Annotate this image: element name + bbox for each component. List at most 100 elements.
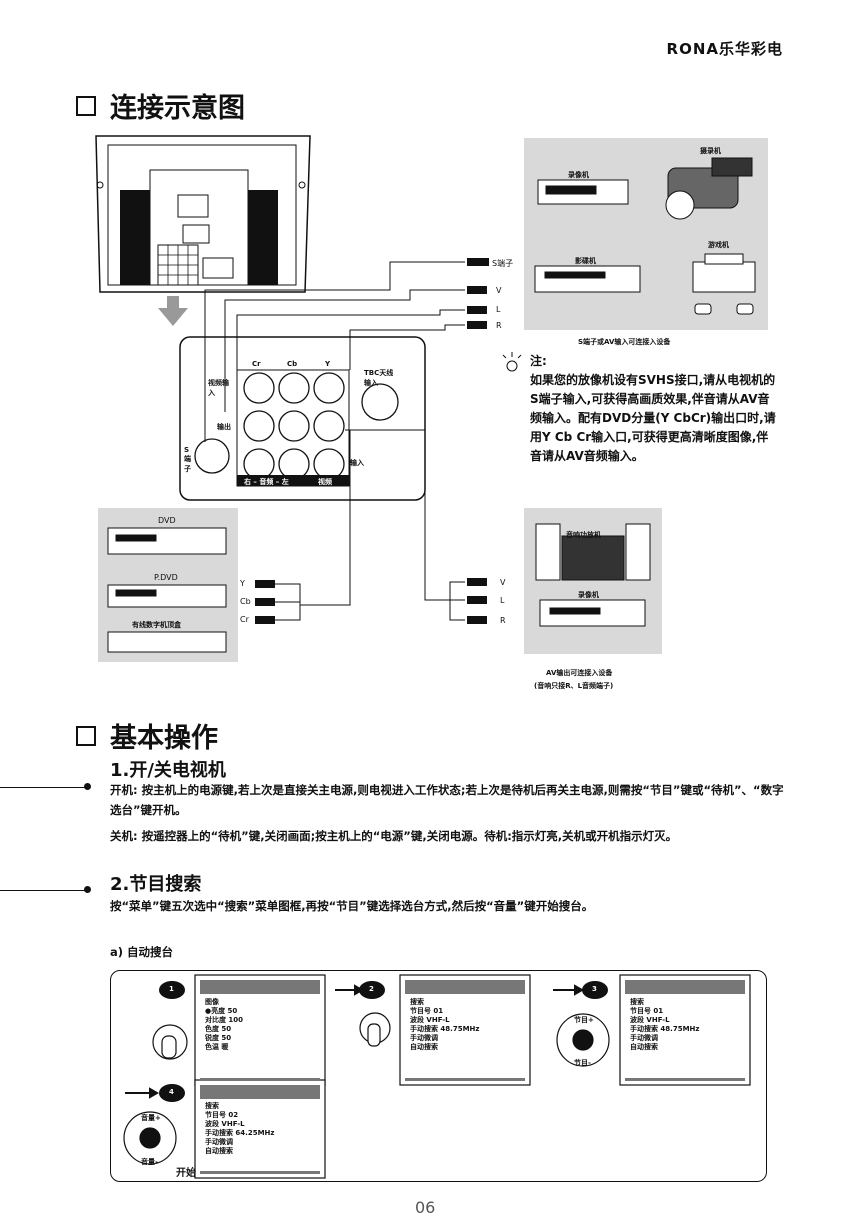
- power-off-paragraph: 关机: 按遥控器上的“待机”键,关闭画面;按主机上的“电源”键,关闭电源。待机:…: [110, 826, 750, 846]
- l-label-bottom: L: [500, 596, 505, 605]
- osd-row: 色度 50: [205, 1025, 232, 1033]
- osd-row: 手动微调: [410, 1034, 438, 1042]
- note-text: 如果您的放像机设有SVHS接口,请从电视机的S端子输入,可获得高画质效果,伴音请…: [530, 373, 776, 463]
- section-basic-operation-title: 基本操作: [76, 716, 218, 755]
- osd-row: 对比度 100: [205, 1016, 244, 1024]
- osd-menu-3: 搜索 节目号 01 波段 VHF-L 手动搜索 48.75MHz 手动微调 自动…: [630, 998, 740, 1052]
- step-4-badge: 4: [169, 1088, 174, 1096]
- osd-row: 波段 VHF-L: [205, 1120, 245, 1128]
- osd-title: 搜索: [205, 1102, 219, 1110]
- output-label: 输出: [217, 423, 231, 431]
- cb-jack-label: Cb: [287, 360, 298, 368]
- checkbox-square-icon: [76, 725, 96, 746]
- remote-dpad-icon: [123, 1013, 610, 1165]
- remote-vol-up-label: 音量+: [141, 1114, 161, 1122]
- power-on-label: 开机:: [110, 783, 138, 797]
- section-title-text: 连接示意图: [110, 93, 245, 124]
- vcd-player: [534, 265, 641, 293]
- set-top-box-label: 有线数字机顶盒: [132, 621, 181, 629]
- power-title: 1.开/关电视机: [110, 760, 226, 781]
- osd-row: 色温 暖: [205, 1043, 229, 1051]
- power-off-text: 按遥控器上的“待机”键,关闭画面;按主机上的“电源”键,关闭电源。待机:指示灯亮…: [141, 829, 678, 843]
- cr-label: Cr: [240, 615, 249, 624]
- guide-line: [0, 890, 88, 891]
- r-label-bottom: R: [500, 616, 506, 625]
- section-connection-title: 连接示意图: [76, 86, 245, 125]
- osd-row: 节目号 02: [205, 1111, 239, 1119]
- osd-title: 搜索: [630, 998, 644, 1006]
- v-label-bottom: V: [500, 578, 506, 587]
- camcorder-label: 摄录机: [700, 147, 721, 155]
- y-jack-label: Y: [325, 360, 331, 368]
- osd-row: 自动搜索: [410, 1043, 438, 1051]
- osd-row: 锐度 50: [205, 1034, 232, 1042]
- dvd-label: DVD: [158, 516, 176, 525]
- osd-row: 节目号 01: [630, 1007, 664, 1015]
- r-label-top: R: [496, 321, 502, 330]
- osd-row: 手动搜索 48.75MHz: [410, 1025, 480, 1033]
- y-label: Y: [240, 579, 245, 588]
- steps-graphics: [123, 974, 751, 1179]
- tv-antenna-label: TBC天线输入: [364, 369, 394, 387]
- s-input-label: S端子: [184, 446, 191, 473]
- connection-diagram: [95, 135, 768, 662]
- osd-row: ●亮度 50: [205, 1007, 238, 1015]
- guide-line: [0, 787, 88, 788]
- input-label: 输入: [350, 459, 364, 467]
- tv-back-illustration: [95, 135, 311, 293]
- note-block: 注: 如果您的放像机设有SVHS接口,请从电视机的S端子输入,可获得高画质效果,…: [530, 352, 780, 466]
- vcr-label: 录像机: [568, 171, 589, 179]
- l-label-top: L: [496, 305, 501, 314]
- down-arrow-icon: [158, 296, 188, 326]
- steps-frame: [110, 970, 767, 1182]
- osd-row: 手动微调: [630, 1034, 658, 1042]
- av-output-subcaption: (音响只接R、L音频端子): [534, 682, 614, 690]
- osd-row: 波段 VHF-L: [410, 1016, 450, 1024]
- vcd-label: 影碟机: [575, 257, 596, 265]
- video-input-label: 视频输入: [208, 379, 229, 397]
- audio-lr-label: 右 – 音频 – 左: [244, 478, 289, 486]
- s-port-label: S端子: [492, 259, 514, 268]
- osd-menu-2: 搜索 节目号 01 波段 VHF-L 手动搜索 48.75MHz 手动微调 自动…: [410, 998, 520, 1052]
- osd-title: 图像: [205, 998, 219, 1006]
- camcorder: [665, 157, 753, 220]
- osd-row: 自动搜索: [630, 1043, 658, 1051]
- osd-menu-1: 图像 ●亮度 50 对比度 100 色度 50 锐度 50 色温 暖: [205, 998, 315, 1052]
- osd-row: 手动微调: [205, 1138, 233, 1146]
- power-on-paragraph: 开机: 按主机上的电源键,若上次是直接关主电源,则电视进入工作状态;若上次是待机…: [110, 780, 790, 820]
- osd-row: 手动搜索 48.75MHz: [630, 1025, 700, 1033]
- osd-row: 手动搜索 64.25MHz: [205, 1129, 275, 1137]
- remote-prog-up-label: 节目+: [574, 1016, 594, 1024]
- audio-amp-label: 音响功放机: [566, 531, 601, 539]
- remote-vol-down-label: 音量-: [141, 1158, 158, 1166]
- guide-dot: [84, 783, 91, 790]
- auto-search-subtitle: a) 自动搜台: [110, 945, 174, 959]
- game-console: [692, 253, 756, 315]
- osd-row: 波段 VHF-L: [630, 1016, 670, 1024]
- vcr-top: [537, 179, 629, 205]
- cr-jack-label: Cr: [252, 360, 261, 368]
- guide-dot: [84, 886, 91, 893]
- power-off-label: 关机:: [110, 829, 138, 843]
- pdvd-label: P.DVD: [154, 573, 178, 582]
- osd-row: 自动搜索: [205, 1147, 233, 1155]
- sv-panel-caption: S端子或AV输入可连接入设备: [578, 338, 671, 346]
- step-3-badge: 3: [592, 985, 597, 993]
- cb-label: Cb: [240, 597, 251, 606]
- vcr2-label: 录像机: [578, 591, 599, 599]
- start-label: 开始: [176, 1168, 196, 1179]
- page-number: 06: [415, 1198, 436, 1217]
- osd-title: 搜索: [410, 998, 424, 1006]
- osd-menu-4: 搜索 节目号 02 波段 VHF-L 手动搜索 64.25MHz 手动微调 自动…: [205, 1102, 315, 1156]
- power-on-text: 按主机上的电源键,若上次是直接关主电源,则电视进入工作状态;若上次是待机后再关主…: [110, 783, 784, 817]
- search-title: 2.节目搜索: [110, 874, 202, 895]
- av-output-caption: AV输出可连接入设备: [546, 669, 613, 677]
- checkbox-square-icon: [76, 95, 96, 116]
- remote-prog-down-label: 节目-: [574, 1059, 591, 1067]
- hand-press-icon: [152, 1012, 391, 1060]
- brand-logo: RONA乐华彩电: [666, 40, 783, 58]
- section-title-text: 基本操作: [110, 723, 218, 754]
- video-bottom-label: 视频: [318, 478, 332, 486]
- step-1-badge: 1: [169, 985, 174, 993]
- step-2-badge: 2: [369, 985, 374, 993]
